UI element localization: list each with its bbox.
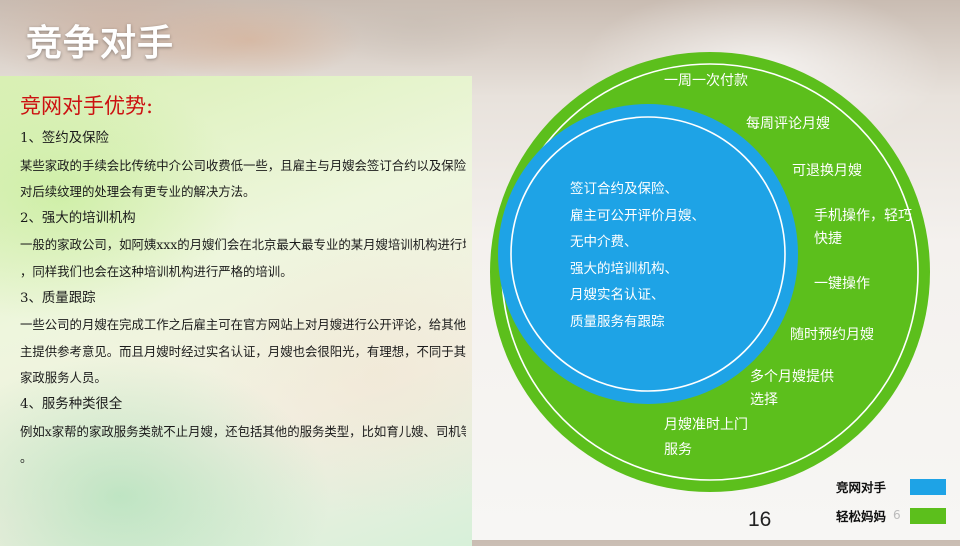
section-heading: 1、签约及保险 (20, 131, 109, 146)
body-text-line: 对后续纹理的处理会有更专业的解决方法。 (20, 184, 256, 200)
inner-item: 月嫂实名认证、 (570, 287, 665, 303)
competitor-advantages-panel: 竞网对手优势: 1、签约及保险某些家政的手续会比传统中介公司收费低一些，且雇主与… (0, 76, 472, 546)
body-text-line: 主提供参考意见。而且月嫂时经过实名认证，月嫂也会很阳光，有理想，不同于其他 (20, 343, 466, 359)
legend-label: 竞网对手 (836, 480, 887, 495)
outer-item: 随时预约月嫂 (790, 327, 874, 343)
legend-suffix: 6 (893, 508, 901, 522)
body-text-line: 一些公司的月嫂在完成工作之后雇主可在官方网站上对月嫂进行公开评论，给其他雇 (20, 317, 466, 333)
outer-item: 每周评论月嫂 (746, 116, 830, 132)
venn-shapes (490, 52, 930, 492)
outer-item: 多个月嫂提供 选择 (750, 369, 834, 408)
slide-title: 竞争对手 (26, 23, 175, 64)
body-text-line: ，同样我们也会在这种培训机构进行严格的培训。 (20, 263, 293, 279)
body-text-line: 家政服务人员。 (20, 370, 107, 386)
section-heading: 4、服务种类很全 (20, 396, 123, 412)
section-heading: 2、强大的培训机构 (20, 210, 136, 226)
inner-item: 强大的培训机构、 (570, 260, 678, 277)
panel-lines: 1、签约及保险某些家政的手续会比传统中介公司收费低一些，且雇主与月嫂会签订合约以… (20, 126, 466, 472)
legend-swatch-green (910, 507, 946, 524)
venn-diagram: 一周一次付款 每周评论月嫂 可退换月嫂 手机操作，轻巧 快捷 一键操作 随时预约… (484, 28, 944, 508)
body-text-line: 例如x家帮的家政服务类就不止月嫂，还包括其他的服务类型，比如育儿嫂、司机等等 (20, 423, 466, 439)
inner-circle-ring (510, 116, 786, 392)
body-text-line: 。 (20, 450, 33, 466)
outer-item: 一周一次付款 (664, 73, 748, 89)
body-text-line: 一般的家政公司，如阿姨xxx的月嫂们会在北京最大最专业的某月嫂培训机构进行培训 (20, 237, 466, 253)
legend-competitor: 竞网对手 (836, 477, 946, 496)
page-number: 16 (748, 508, 772, 531)
inner-item: 无中介费、 (570, 234, 638, 250)
outer-item: 月嫂准时上门 服务 (664, 417, 748, 458)
outer-item: 手机操作，轻巧 快捷 (814, 208, 912, 247)
outer-item: 可退换月嫂 (792, 163, 862, 179)
inner-circle (498, 104, 798, 404)
panel-heading: 竞网对手优势: (20, 94, 154, 118)
inner-item: 雇主可公开评价月嫂、 (570, 207, 705, 224)
legend-own: 轻松妈妈 (836, 506, 946, 525)
inner-item: 签订合约及保险、 (570, 181, 678, 197)
section-heading: 3、质量跟踪 (20, 290, 96, 306)
body-text-line: 某些家政的手续会比传统中介公司收费低一些，且雇主与月嫂会签订合约以及保险， (20, 157, 466, 173)
legend-label: 轻松妈妈 (836, 509, 887, 524)
outer-item: 一键操作 (814, 276, 870, 292)
legend-swatch-blue (910, 478, 946, 495)
inner-item: 质量服务有跟踪 (570, 313, 665, 330)
inner-items: 签订合约及保险、 雇主可公开评价月嫂、 无中介费、 强大的培训机构、 月嫂实名认… (570, 176, 705, 335)
